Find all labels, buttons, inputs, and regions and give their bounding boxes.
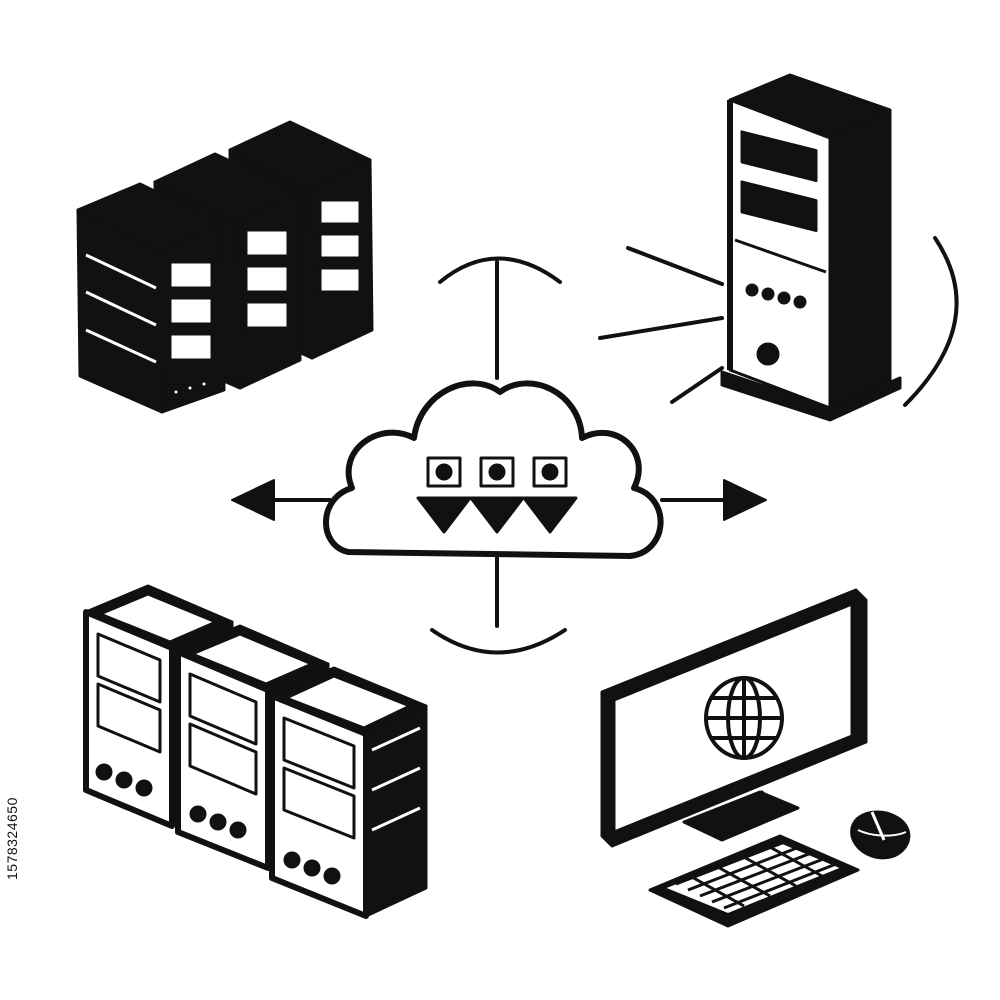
download-arrow-icon <box>416 456 578 534</box>
globe-icon <box>704 676 784 760</box>
mouse-icon <box>850 810 911 860</box>
desktop-computer-icon <box>600 588 911 928</box>
image-id-label: 1578324650 <box>4 797 20 880</box>
tower-case <box>727 73 892 410</box>
cloud-bottom-connector <box>430 554 567 655</box>
cloud-network-icon <box>231 256 767 655</box>
cluster-unit-3 <box>269 666 428 919</box>
tower-front-buttons <box>745 283 807 366</box>
keyboard-icon <box>648 834 860 928</box>
server-rack-icon <box>76 120 374 414</box>
tower-server-icon <box>598 73 959 422</box>
monitor-stand <box>682 790 800 842</box>
server-cluster-icon <box>83 584 428 919</box>
arrow-left-icon <box>231 479 332 521</box>
rack-cabinet-front <box>76 182 226 414</box>
cloud-top-connector <box>438 256 562 380</box>
signal-lines <box>598 236 959 407</box>
arrow-right-icon <box>660 479 767 521</box>
tower-base <box>720 370 902 422</box>
